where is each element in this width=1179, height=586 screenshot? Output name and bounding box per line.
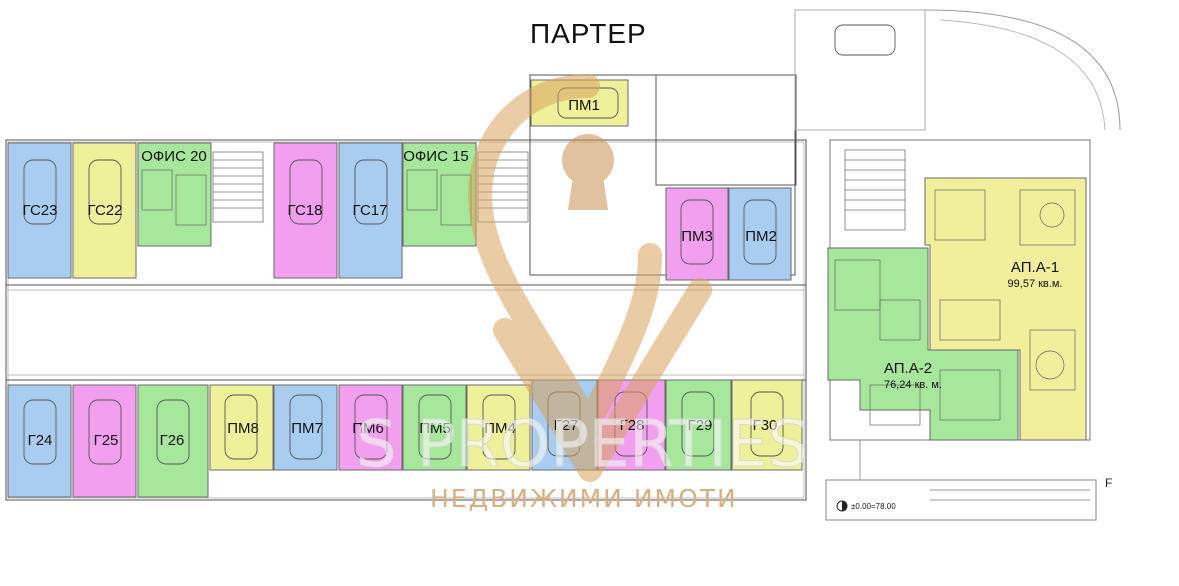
label-apA2: АП.А-2 bbox=[884, 360, 932, 377]
unit-pm6[interactable] bbox=[338, 384, 403, 471]
label-g29: Г29 bbox=[688, 417, 713, 434]
label-g24: Г24 bbox=[28, 432, 53, 449]
label-pm2: ПМ2 bbox=[745, 228, 777, 245]
stairs bbox=[212, 149, 906, 231]
unit-pm8[interactable] bbox=[209, 384, 274, 471]
grid-axis-f: F bbox=[1105, 476, 1112, 490]
unit-gs18[interactable] bbox=[273, 142, 338, 279]
label-pm6: ПМ6 bbox=[352, 420, 384, 437]
label-gs18: ГС18 bbox=[288, 202, 323, 219]
unit-office15[interactable] bbox=[402, 142, 477, 247]
label-gs23: ГС23 bbox=[23, 202, 58, 219]
label-pm7: ПМ7 bbox=[291, 420, 323, 437]
unit-pm5[interactable] bbox=[402, 384, 467, 471]
unit-pm3[interactable] bbox=[665, 187, 729, 281]
unit-g25[interactable] bbox=[72, 384, 137, 498]
label-pm8: ПМ8 bbox=[227, 420, 259, 437]
label-pm3: ПМ3 bbox=[681, 228, 713, 245]
label-pm4: ПМ4 bbox=[484, 420, 516, 437]
unit-pm2[interactable] bbox=[728, 187, 792, 281]
unit-apA1[interactable] bbox=[924, 177, 1087, 441]
watermark-tagline: НЕДВИЖИМИ ИМОТИ bbox=[430, 484, 738, 513]
unit-office20[interactable] bbox=[137, 142, 212, 247]
unit-g24[interactable] bbox=[7, 384, 72, 498]
label-gs22: ГС22 bbox=[88, 202, 123, 219]
unit-gs23[interactable] bbox=[7, 142, 72, 279]
unit-apA2[interactable] bbox=[827, 247, 1019, 441]
label-apA1: АП.А-1 bbox=[1011, 259, 1059, 276]
floor-title: ПАРТЕР bbox=[530, 18, 647, 49]
interior-details bbox=[141, 169, 1076, 426]
watermark-logo bbox=[467, 74, 712, 482]
label-pm1: ПМ1 bbox=[568, 97, 600, 114]
unit-labels: ГС23 ГС22 ОФИС 20 ГС18 ГС17 ОФИС 15 ПМ1 … bbox=[23, 97, 1063, 449]
unit-g26[interactable] bbox=[137, 384, 209, 498]
label-office20: ОФИС 20 bbox=[141, 148, 207, 165]
building-outline bbox=[5, 9, 1121, 521]
unit-gs17[interactable] bbox=[338, 142, 403, 279]
drawing-annotations: ±0.00=78.00 F bbox=[836, 476, 1112, 512]
label-office15: ОФИС 15 bbox=[403, 148, 469, 165]
level-marker-fill-icon bbox=[842, 501, 847, 511]
label-g26: Г26 bbox=[160, 432, 185, 449]
label-gs17: ГС17 bbox=[353, 202, 388, 219]
unit-g29[interactable] bbox=[665, 379, 732, 471]
label-apA2-area: 76,24 кв. м. bbox=[884, 379, 942, 391]
unit-pm7[interactable] bbox=[273, 384, 338, 471]
label-apA1-area: 99,57 кв.м. bbox=[1008, 278, 1063, 290]
label-g27: Г27 bbox=[554, 417, 579, 434]
label-g30: Г30 bbox=[753, 417, 778, 434]
label-g25: Г25 bbox=[94, 432, 119, 449]
label-pm5: ПМ5 bbox=[419, 420, 451, 437]
watermark-brand: S PROPERTIES bbox=[356, 408, 808, 482]
unit-g30[interactable] bbox=[731, 379, 803, 471]
level-annotation: ±0.00=78.00 bbox=[851, 502, 896, 511]
label-g28: Г28 bbox=[620, 417, 645, 434]
unit-gs22[interactable] bbox=[72, 142, 137, 279]
unit-pm4[interactable] bbox=[466, 384, 531, 471]
